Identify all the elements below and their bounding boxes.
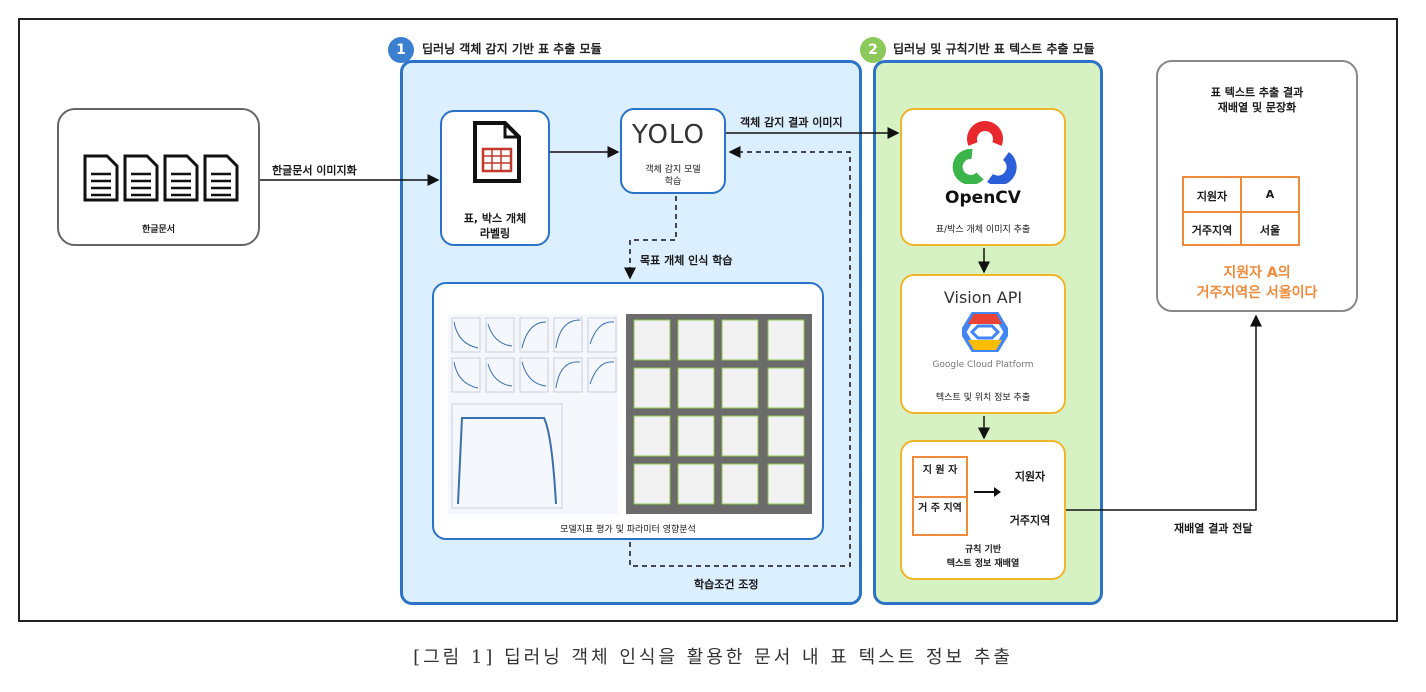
module1-title: 딥러닝 객체 감지 기반 표 추출 모듈 xyxy=(422,42,602,56)
reordered-residence: 거주지역 xyxy=(1009,514,1051,527)
vision-api-label: 텍스트 및 위치 정보 추출 xyxy=(935,393,1031,403)
vision-api-title: Vision API xyxy=(943,288,1023,307)
edge-label-to-image: 한글문서 이미지화 xyxy=(272,164,357,177)
module2-number-badge: 2 xyxy=(860,37,886,63)
reordered-applicant: 지원자 xyxy=(1014,470,1046,483)
yolo-label-line1: 객체 감지 모델 xyxy=(645,165,701,175)
result-title-line2: 재배열 및 문장화 xyxy=(1217,101,1297,114)
edge-rule-to-result xyxy=(1066,314,1262,511)
figure-frame xyxy=(18,18,1398,622)
google-cloud-platform-label: Google Cloud Platform xyxy=(932,360,1034,370)
edge-label-target-learning: 목표 개체 인식 학습 xyxy=(640,254,733,267)
yolo-card: YOLO 객체 감지 모델 학습 xyxy=(620,108,726,194)
result-box: 표 텍스트 추출 결과 재배열 및 문장화 지원자 A 거주지역 서울 지원자 … xyxy=(1156,60,1358,312)
document-stack-icon xyxy=(83,154,239,202)
result-cell-value-residence: 서울 xyxy=(1259,224,1281,237)
rule-based-label-line2: 텍스트 정보 재배열 xyxy=(946,559,1020,569)
raw-cell-residence: 거 주 지역 xyxy=(918,503,962,514)
module1-number-badge: 1 xyxy=(388,37,414,63)
raw-cell-applicant: 지 원 자 xyxy=(922,465,958,476)
module2-title: 딥러닝 및 규칙기반 표 텍스트 추출 모듈 xyxy=(893,42,1095,56)
training-results-thumbnails xyxy=(448,314,812,514)
edge-label-reorder-result: 재배열 결과 전달 xyxy=(1174,522,1253,535)
result-sentence-line2: 거주지역은 서울이다 xyxy=(1196,285,1318,301)
labeling-card: 표, 박스 개체 라벨링 xyxy=(440,110,550,246)
source-document-box: 한글문서 xyxy=(57,108,260,246)
rule-based-label-line1: 규칙 기반 xyxy=(964,545,1002,555)
result-title-line1: 표 텍스트 추출 결과 xyxy=(1210,86,1304,99)
source-document-label: 한글문서 xyxy=(141,225,176,235)
analysis-card: 모델지표 평가 및 파라미터 영향분석 xyxy=(432,282,824,540)
result-table: 지원자 A 거주지역 서울 xyxy=(1182,176,1300,246)
yolo-label-line2: 학습 xyxy=(664,177,682,187)
result-cell-label-applicant: 지원자 xyxy=(1196,190,1228,203)
yolo-logo: YOLO xyxy=(632,120,705,150)
result-cell-label-residence: 거주지역 xyxy=(1191,224,1233,237)
edge-yolo-to-analysis xyxy=(624,196,677,280)
labeling-label-line1: 표, 박스 개체 xyxy=(463,212,527,225)
edge-label-detect-result: 객체 감지 결과 이미지 xyxy=(740,116,843,129)
labeling-label-line2: 라벨링 xyxy=(479,227,511,240)
result-sentence-line1: 지원자 A의 xyxy=(1223,265,1291,281)
result-cell-value-applicant: A xyxy=(1265,188,1275,201)
vision-api-card: Vision API Google Cloud Platform 텍스트 및 위… xyxy=(900,274,1066,414)
opencv-logo-text: OpenCV xyxy=(945,188,1021,208)
opencv-card: OpenCV 표/박스 개체 이미지 추출 xyxy=(900,108,1066,246)
edge-analysis-feedback xyxy=(629,146,851,567)
edge-label-learning-adjust: 학습조건 조정 xyxy=(694,578,759,591)
spreadsheet-file-icon xyxy=(473,121,521,183)
opencv-label: 표/박스 개체 이미지 추출 xyxy=(935,225,1031,235)
raw-ocr-table: 지 원 자 거 주 지역 xyxy=(912,456,968,536)
opencv-logo-icon xyxy=(952,121,1017,184)
arrow-right-icon xyxy=(974,487,1001,497)
analysis-label: 모델지표 평가 및 파라미터 영향분석 xyxy=(560,525,696,535)
google-cloud-hexagon-icon xyxy=(962,312,1008,352)
figure-caption: [그림 1] 딥러닝 객체 인식을 활용한 문서 내 표 텍스트 정보 추출 xyxy=(413,647,1013,668)
rule-based-card: 지 원 자 거 주 지역 지원자 거주지역 규칙 기반 텍스트 정보 재배열 xyxy=(900,440,1066,580)
